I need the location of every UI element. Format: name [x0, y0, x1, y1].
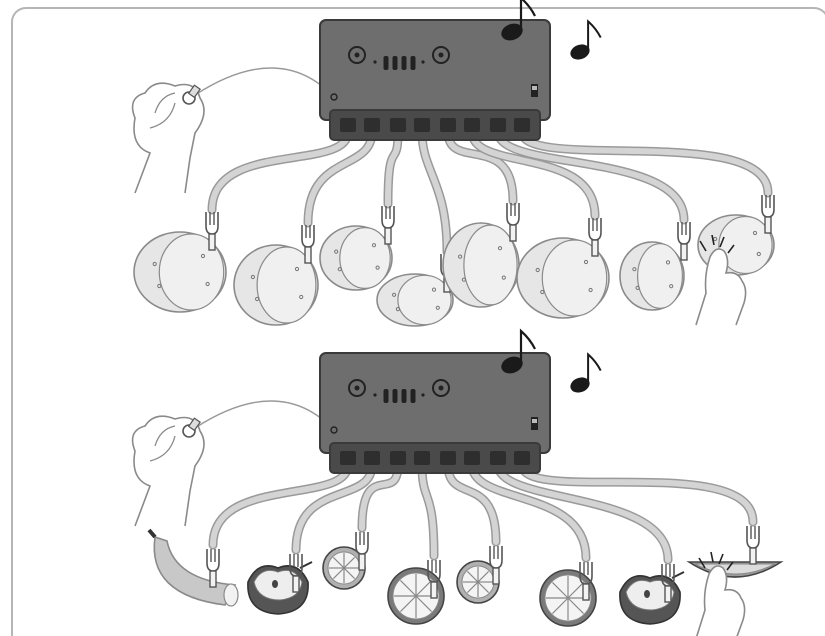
alligator-wire	[385, 129, 401, 207]
alligator-wire	[519, 462, 756, 525]
alligator-wire	[419, 462, 437, 559]
alligator-wire	[445, 462, 499, 545]
tap-tick	[711, 234, 715, 246]
port-1	[340, 118, 356, 132]
led-bar	[392, 389, 398, 403]
alligator-wire	[305, 129, 375, 226]
fork-clip-icon	[677, 221, 691, 261]
alligator-wire	[495, 129, 687, 223]
led-bar	[392, 56, 398, 70]
potato-2	[233, 244, 319, 326]
led-bar	[401, 389, 407, 403]
port-3	[390, 118, 406, 132]
port-6	[464, 118, 480, 132]
potato-1	[133, 231, 227, 313]
panel-potatoes	[131, 0, 775, 327]
usb-port	[531, 417, 538, 430]
port-8	[514, 451, 530, 465]
led-bar	[383, 389, 389, 403]
ground-port	[330, 426, 338, 434]
orange-6	[539, 569, 597, 627]
music-note-icon	[567, 353, 602, 397]
lemon-5	[456, 560, 500, 604]
port-4	[414, 451, 430, 465]
alligator-wire	[469, 129, 598, 219]
port-7	[490, 118, 506, 132]
finger-touching-produce	[695, 234, 747, 326]
port-2	[364, 451, 380, 465]
alligator-wire	[419, 129, 450, 255]
tap-tick	[710, 551, 714, 563]
potato-6	[516, 237, 610, 319]
tap-tick	[719, 236, 725, 248]
finger-touching-produce	[696, 551, 746, 636]
connector-strip	[329, 442, 541, 474]
tap-tick	[699, 240, 707, 252]
panel-fruits	[131, 329, 784, 636]
frame	[11, 7, 825, 636]
led-bar	[410, 389, 416, 403]
port-5	[440, 118, 456, 132]
led-bar	[410, 56, 416, 70]
alligator-wire	[210, 462, 351, 548]
tap-tick	[727, 244, 735, 254]
alligator-wire	[293, 462, 375, 553]
fork-clip-icon	[746, 525, 760, 565]
right-dial-icon	[432, 46, 450, 64]
port-3	[390, 451, 406, 465]
ground-port	[330, 93, 338, 101]
potato-3	[319, 225, 393, 291]
led-bar	[401, 56, 407, 70]
potato-5	[442, 222, 520, 308]
port-7	[490, 451, 506, 465]
port-1	[340, 451, 356, 465]
alligator-wire	[445, 129, 516, 204]
banana-1	[147, 528, 239, 607]
port-6	[464, 451, 480, 465]
tap-tick	[698, 557, 706, 569]
ground-wire	[194, 67, 335, 98]
hand-holding-ground-clip	[131, 82, 205, 194]
hand-holding-ground-clip	[131, 415, 205, 527]
tap-tick	[726, 561, 734, 571]
left-dial-icon	[348, 46, 366, 64]
potato-4	[376, 273, 454, 327]
alligator-wire	[495, 462, 671, 563]
alligator-wire	[469, 462, 589, 561]
left-dial-icon	[348, 379, 366, 397]
orange-4	[387, 567, 445, 625]
alligator-wire	[519, 129, 771, 196]
right-dial-icon	[432, 379, 450, 397]
usb-port	[531, 84, 538, 97]
potato-7	[619, 241, 685, 311]
port-2	[364, 118, 380, 132]
ground-wire	[194, 400, 335, 431]
led-bar	[383, 56, 389, 70]
port-8	[514, 118, 530, 132]
music-note-icon	[567, 20, 602, 64]
connector-strip	[329, 109, 541, 141]
alligator-wire	[209, 129, 351, 213]
port-5	[440, 451, 456, 465]
port-4	[414, 118, 430, 132]
alligator-wire	[359, 462, 401, 531]
tap-tick	[718, 553, 724, 565]
